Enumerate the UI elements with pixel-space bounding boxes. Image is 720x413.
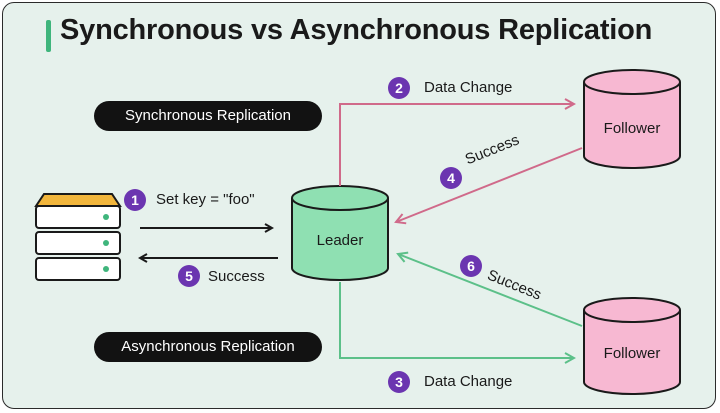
step-1-label: Set key = "foo" <box>156 191 255 208</box>
follower-top-label: Follower <box>603 120 661 137</box>
step-3-label: Data Change <box>424 373 513 390</box>
sync-replication-pill: Synchronous Replication <box>94 101 322 131</box>
step-2-badge: 2 <box>388 77 410 99</box>
arrow-success-sync <box>396 147 583 222</box>
title-accent-bar <box>46 20 51 52</box>
leader-database <box>291 185 389 281</box>
step-5-label: Success <box>208 268 265 285</box>
step-3-badge: 3 <box>388 371 410 393</box>
step-5-badge: 5 <box>178 265 200 287</box>
client-server-icon <box>34 193 122 281</box>
follower-bottom-database <box>583 297 681 395</box>
arrow-data-change-async <box>339 282 574 358</box>
step-6-badge: 6 <box>460 255 482 277</box>
diagram-title: Synchronous vs Asynchronous Replication <box>60 14 653 46</box>
step-1-badge: 1 <box>124 189 146 211</box>
follower-top-database <box>583 69 681 169</box>
step-4-badge: 4 <box>440 167 462 189</box>
arrow-success-async <box>398 254 583 327</box>
leader-label: Leader <box>316 232 364 249</box>
async-replication-pill: Asynchronous Replication <box>94 332 322 362</box>
follower-bottom-label: Follower <box>603 345 661 362</box>
arrow-data-change-sync <box>339 104 574 186</box>
step-2-label: Data Change <box>424 79 513 96</box>
